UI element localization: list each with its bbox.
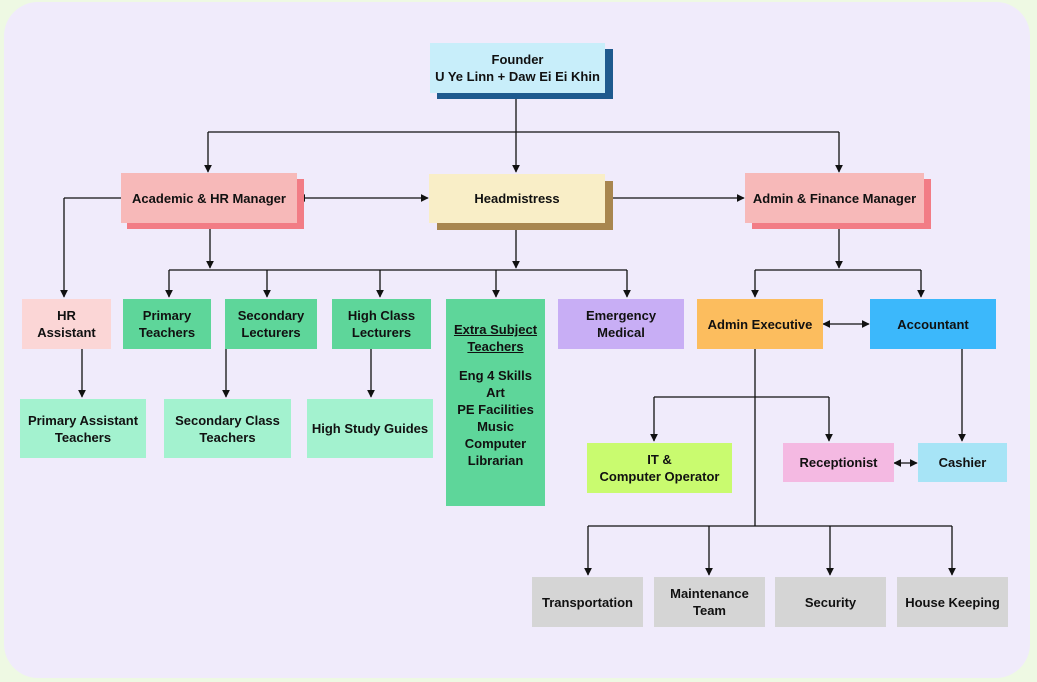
receptionist-box[interactable]: Receptionist [783, 443, 894, 482]
high-study-guides-label: High Study Guides [311, 421, 429, 436]
admin-executive-label: Admin Executive [707, 316, 813, 332]
secondary-class-teachers-box[interactable]: Secondary Class Teachers [164, 399, 291, 458]
accountant-box[interactable]: Accountant [870, 299, 996, 349]
admin-finance-manager-box[interactable]: Admin & Finance Manager [745, 173, 924, 223]
maintenance-line1: Maintenance [670, 586, 749, 601]
hr-assistant-box[interactable]: HR Assistant [22, 299, 111, 349]
emergency-medical-line2: Medical [597, 325, 645, 340]
maintenance-team-box[interactable]: Maintenance Team [654, 577, 765, 627]
secondary-class-line2: Teachers [199, 429, 256, 445]
extra-subject-title-line1: Extra Subject [453, 322, 538, 337]
extra-subject-item: Computer [464, 436, 527, 451]
high-class-lecturers-line1: High Class [347, 308, 416, 323]
primary-teachers-box[interactable]: Primary Teachers [123, 299, 211, 349]
house-keeping-label: House Keeping [905, 594, 1000, 610]
high-study-guides-box[interactable]: High Study Guides [307, 399, 433, 458]
security-label: Security [804, 594, 857, 610]
hr-assistant-line1: HR [57, 308, 76, 323]
extra-subject-item: PE Facilities [457, 402, 534, 417]
high-class-lecturers-box[interactable]: High Class Lecturers [332, 299, 431, 349]
secondary-lecturers-line2: Lecturers [241, 325, 301, 340]
cashier-label: Cashier [938, 455, 987, 470]
founder-names: U Ye Linn + Daw Ei Ei Khin [435, 69, 600, 84]
receptionist-label: Receptionist [799, 455, 878, 470]
founder-box[interactable]: Founder U Ye Linn + Daw Ei Ei Khin [430, 43, 605, 93]
primary-teachers-line2: Teachers [138, 325, 196, 340]
transportation-label: Transportation [541, 594, 633, 610]
secondary-class-line1: Secondary Class [175, 412, 280, 428]
primary-assistant-teachers-box[interactable]: Primary Assistant Teachers [20, 399, 146, 458]
extra-subject-item: Music [477, 419, 514, 434]
it-line1: IT & [647, 452, 672, 467]
it-line2: Computer Operator [599, 469, 720, 484]
extra-subject-title-line2: Teachers [467, 339, 524, 354]
secondary-lecturers-line1: Secondary [237, 308, 305, 323]
emergency-medical-box[interactable]: Emergency Medical [558, 299, 684, 349]
extra-subject-item: Art [486, 385, 505, 400]
accountant-label: Accountant [897, 316, 969, 332]
extra-subject-item: Librarian [467, 453, 524, 468]
security-box[interactable]: Security [775, 577, 886, 627]
cashier-box[interactable]: Cashier [918, 443, 1007, 482]
emergency-medical-line1: Emergency [585, 308, 657, 323]
maintenance-line2: Team [693, 603, 726, 618]
academic-hr-manager-label: Academic & HR Manager [132, 190, 286, 206]
secondary-lecturers-box[interactable]: Secondary Lecturers [225, 299, 317, 349]
primary-assistant-line2: Teachers [54, 429, 112, 445]
academic-hr-manager-box[interactable]: Academic & HR Manager [121, 173, 297, 223]
hr-assistant-line2: Assistant [37, 325, 96, 340]
founder-title: Founder [491, 52, 544, 67]
admin-executive-box[interactable]: Admin Executive [697, 299, 823, 349]
it-computer-operator-box[interactable]: IT & Computer Operator [587, 443, 732, 493]
high-class-lecturers-line2: Lecturers [351, 325, 412, 340]
extra-subject-item: Eng 4 Skills [459, 368, 532, 383]
transportation-box[interactable]: Transportation [532, 577, 643, 627]
house-keeping-box[interactable]: House Keeping [897, 577, 1008, 627]
headmistress-label: Headmistress [474, 191, 560, 206]
primary-teachers-line1: Primary [142, 308, 192, 323]
admin-finance-manager-label: Admin & Finance Manager [752, 190, 917, 206]
primary-assistant-line1: Primary Assistant [27, 412, 139, 428]
extra-subject-teachers-box[interactable]: Extra Subject Teachers Eng 4 Skills Art … [446, 299, 545, 506]
headmistress-box[interactable]: Headmistress [429, 174, 605, 223]
